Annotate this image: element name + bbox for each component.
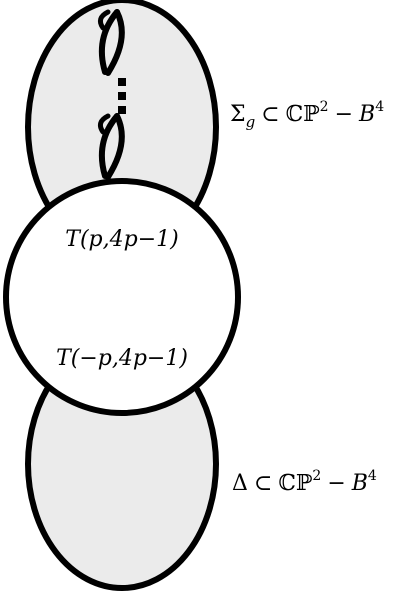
handle-bottom [97,113,125,180]
lower-surface-label: Δ⊂ℂℙ2−B4 [232,468,377,496]
upper-surface-label: Σg⊂ℂℙ2−B4 [230,99,384,131]
central-white-disk [3,178,241,416]
torus-knot-bottom-label: T(−p,4p−1) [56,346,188,371]
handle-ellipsis [118,78,126,114]
torus-knot-top-label: T(p,4p−1) [65,227,178,252]
handle-top [97,9,125,76]
